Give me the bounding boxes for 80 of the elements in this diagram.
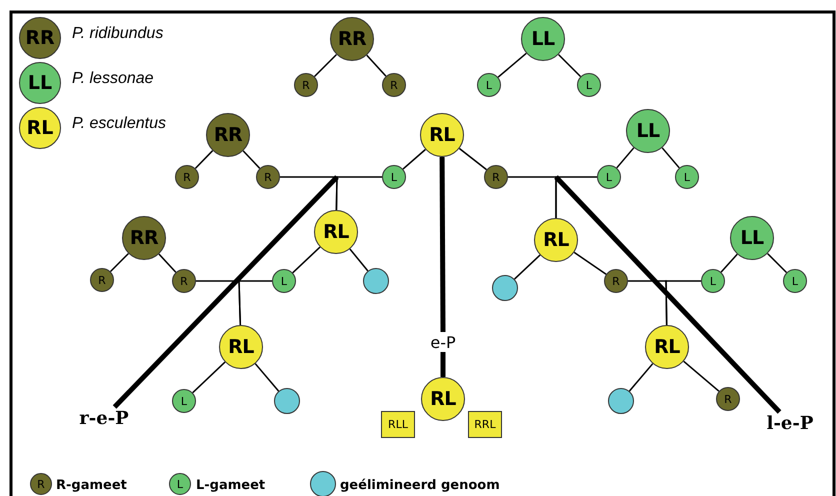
connector-line	[238, 280, 272, 326]
legend-text: P. ridibundus	[72, 25, 164, 43]
gamete-circle: L	[477, 73, 501, 97]
connector-line	[767, 253, 788, 274]
connector-line	[110, 253, 129, 272]
genotype-tag: RLL	[381, 410, 415, 438]
gamete-circle: R	[382, 73, 406, 97]
gamete-circle: R	[175, 165, 199, 189]
connector-line	[366, 54, 386, 77]
genotype-circle: RL	[420, 113, 464, 157]
legend-text: P. esculentus	[72, 115, 166, 133]
connector-line	[720, 254, 738, 273]
genotype-circle: LL	[521, 17, 565, 61]
lineage-label: l-e-P	[761, 412, 819, 434]
connector-line	[402, 148, 426, 170]
lineage-label: e-P	[423, 332, 463, 352]
gamete-circle: L	[382, 165, 406, 189]
legend-text: geélimineerd genoom	[340, 478, 500, 493]
gamete-circle: R	[604, 269, 628, 293]
connector-line	[292, 246, 321, 274]
connector-line	[458, 148, 487, 170]
legend-swatch: RL	[19, 107, 61, 149]
eliminated-genome-circle	[363, 268, 389, 294]
connector-line	[665, 280, 701, 326]
connector-line	[194, 150, 214, 169]
legend-swatch: R	[30, 473, 52, 495]
gamete-circle: R	[172, 269, 196, 293]
lineage-line	[440, 156, 446, 332]
connector-line	[662, 147, 680, 168]
legend-text: R-gameet	[56, 478, 127, 493]
connector-line	[192, 362, 226, 394]
connector-line	[628, 363, 654, 392]
gamete-circle: R	[256, 165, 280, 189]
genotype-circle: RL	[534, 218, 578, 262]
eliminated-genome-circle	[492, 275, 518, 301]
legend-swatch: L	[169, 473, 191, 495]
connector-line	[349, 248, 368, 272]
gamete-circle: R	[484, 165, 508, 189]
gamete-circle: L	[783, 269, 807, 293]
gamete-circle: L	[172, 389, 196, 413]
eliminated-genome-circle	[274, 388, 300, 414]
gamete-circle: R	[716, 387, 740, 411]
genotype-circle: RR	[122, 216, 166, 260]
connector-line	[555, 176, 597, 218]
genotype-circle: RR	[330, 17, 374, 61]
legend-text: P. lessonae	[72, 70, 154, 88]
gamete-circle: L	[597, 165, 621, 189]
connector-line	[158, 254, 176, 273]
gamete-circle: L	[577, 73, 601, 97]
legend-swatch: LL	[19, 62, 61, 104]
genotype-circle: RR	[206, 113, 250, 157]
eliminated-genome-circle	[608, 388, 634, 414]
connector-line	[336, 176, 382, 210]
lineage-line	[440, 352, 446, 377]
connector-line	[498, 52, 527, 78]
connector-line	[314, 54, 337, 78]
legend-text: L-gameet	[196, 478, 266, 493]
genotype-circle: LL	[626, 109, 670, 153]
connector-line	[514, 254, 541, 280]
genotype-circle: LL	[730, 216, 774, 260]
genotype-circle: RL	[645, 325, 689, 369]
lineage-line	[554, 175, 782, 414]
connector-line	[683, 360, 720, 392]
connector-line	[254, 363, 280, 392]
gamete-circle: L	[675, 165, 699, 189]
genotype-circle: RL	[421, 377, 465, 421]
connector-line	[558, 54, 582, 78]
connector-line	[616, 147, 634, 168]
gamete-circle: L	[272, 269, 296, 293]
lineage-line	[112, 175, 339, 409]
connector-line	[242, 150, 260, 169]
gamete-circle: L	[701, 269, 725, 293]
genotype-circle: RL	[314, 210, 358, 254]
gamete-circle: R	[90, 268, 114, 292]
lineage-label: r-e-P	[75, 407, 133, 429]
legend-swatch: RR	[19, 17, 61, 59]
connector-line	[574, 252, 607, 275]
genotype-circle: RL	[219, 325, 263, 369]
gamete-circle: R	[294, 73, 318, 97]
genotype-tag: RRL	[468, 410, 502, 438]
